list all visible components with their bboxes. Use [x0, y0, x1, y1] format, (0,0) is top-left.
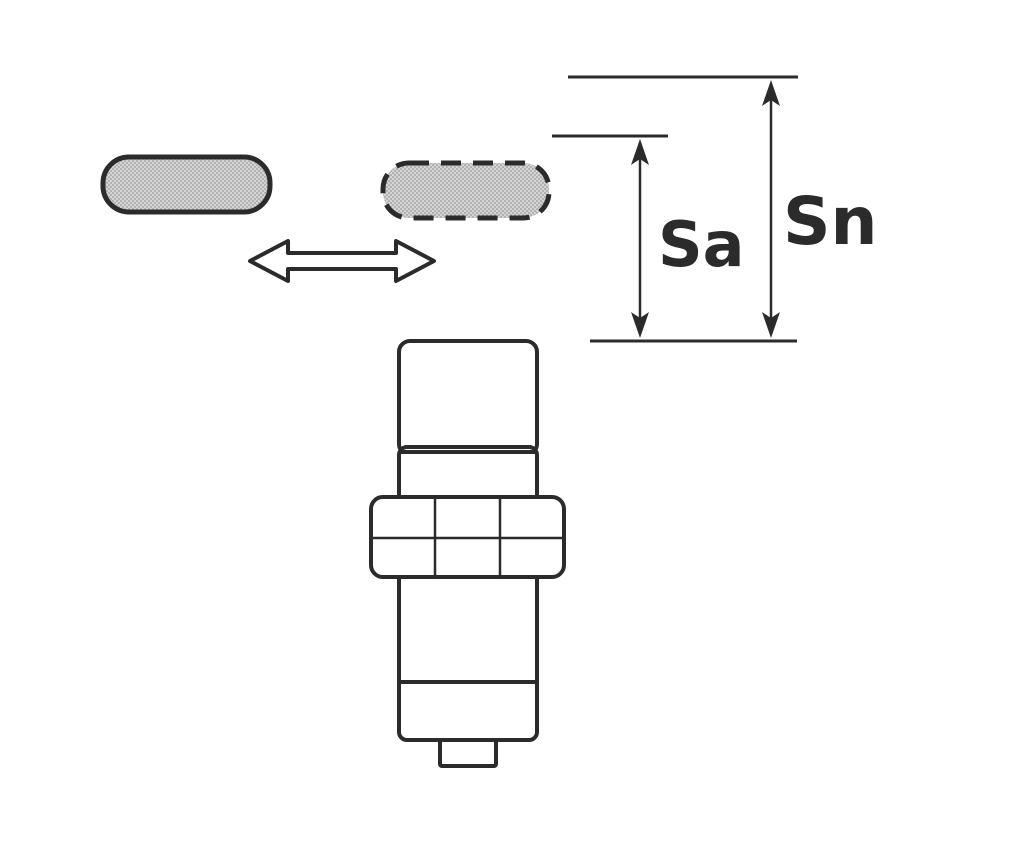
movement-double-arrow-icon	[248, 239, 436, 283]
sensor-head	[397, 339, 539, 457]
proximity-sensor	[369, 339, 566, 768]
target-dashed	[380, 160, 552, 221]
sensor-connector	[438, 738, 498, 768]
sn-label: Sn	[783, 183, 878, 260]
sa-label: Sa	[658, 208, 745, 281]
sn-dimension-arrow	[762, 80, 780, 338]
target-solid	[100, 154, 273, 215]
sensor-body	[397, 445, 539, 742]
sa-dimension-arrow	[631, 139, 649, 338]
mounting-nut	[369, 495, 566, 579]
